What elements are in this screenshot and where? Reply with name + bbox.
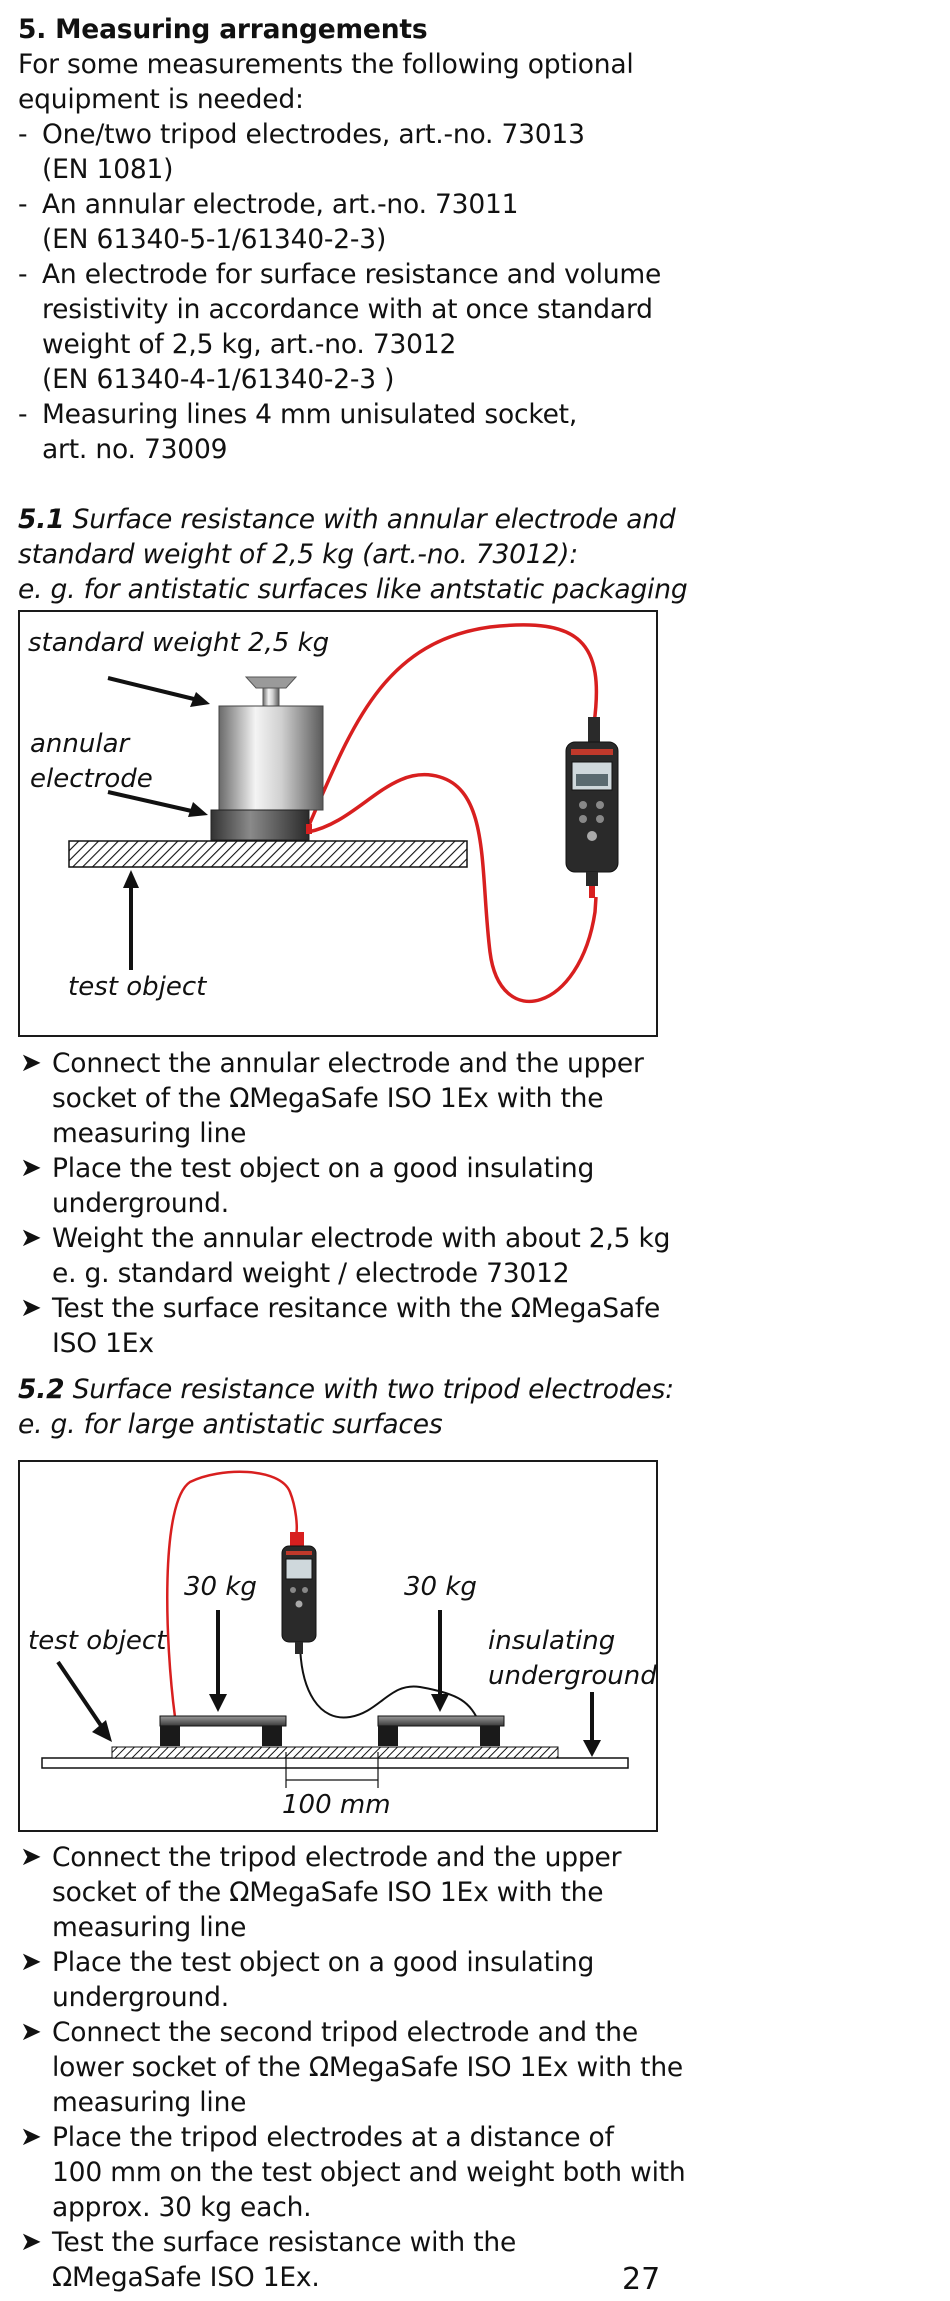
bullet-line: measuring line — [52, 2087, 247, 2118]
list-item-line: (EN 1081) — [42, 154, 174, 185]
bullet-arrow: ➤ — [20, 1153, 42, 1183]
label-electrode: electrode — [30, 764, 153, 794]
list-dash: - — [18, 189, 28, 220]
list-item-line: resistivity in accordance with at once s… — [42, 294, 653, 325]
section-title-line: standard weight of 2,5 kg (art.-no. 7301… — [18, 539, 578, 570]
bullet-line: lower socket of the ΩMegaSafe ISO 1Ex wi… — [52, 2052, 684, 2083]
bullet-line: Place the tripod electrodes at a distanc… — [52, 2122, 614, 2153]
bullet-line: socket of the ΩMegaSafe ISO 1Ex with the — [52, 1083, 604, 1114]
figure-tripod-drawing — [41, 1470, 629, 1788]
label-test-object: test object — [68, 972, 207, 1002]
bullet-line: Place the test object on a good insulati… — [52, 1947, 595, 1978]
list-item-line: An electrode for surface resistance and … — [42, 259, 662, 290]
list-dash: - — [18, 259, 28, 290]
bullet-arrow: ➤ — [20, 1048, 42, 1078]
section-number: 5.2 — [18, 1374, 65, 1405]
bullet-arrow: ➤ — [20, 2227, 42, 2257]
bullet-line: Test the surface resistance with the — [52, 2227, 517, 2258]
page-number: 27 — [622, 2262, 661, 2297]
bullet-arrow: ➤ — [20, 1293, 42, 1323]
bullet-line: underground. — [52, 1982, 229, 2013]
bullet-line: approx. 30 kg each. — [52, 2192, 312, 2223]
bullet-line: e. g. standard weight / electrode 73012 — [52, 1258, 570, 1289]
section-title-line: e. g. for antistatic surfaces like antst… — [18, 574, 688, 605]
intro-line: For some measurements the following opti… — [18, 49, 634, 80]
bullet-line: Connect the second tripod electrode and … — [52, 2017, 638, 2048]
figure-annular-electrode: standard weight 2,5 kg annular electrode… — [18, 610, 658, 1037]
label-annular: annular — [30, 729, 130, 759]
bullet-line: Connect the tripod electrode and the upp… — [52, 1842, 622, 1873]
bullet-line: Weight the annular electrode with about … — [52, 1223, 671, 1254]
list-item-line: An annular electrode, art.-no. 73011 — [42, 189, 519, 220]
bullet-line: socket of the ΩMegaSafe ISO 1Ex with the — [52, 1877, 604, 1908]
label-underground: underground — [488, 1661, 657, 1691]
list-item-line: (EN 61340-5-1/61340-2-3) — [42, 224, 387, 255]
label-standard-weight: standard weight 2,5 kg — [28, 628, 330, 658]
list-item-line: art. no. 73009 — [42, 434, 228, 465]
bullet-line: Connect the annular electrode and the up… — [52, 1048, 644, 1079]
bullet-line: 100 mm on the test object and weight bot… — [52, 2157, 686, 2188]
figure-annular-drawing — [68, 623, 619, 1004]
label-distance: 100 mm — [282, 1790, 391, 1820]
bullet-line: Test the surface resitance with the ΩMeg… — [52, 1293, 661, 1324]
bullet-arrow: ➤ — [20, 1842, 42, 1872]
label-insulating: insulating — [488, 1626, 616, 1656]
list-item-line: weight of 2,5 kg, art.-no. 73012 — [42, 329, 457, 360]
list-item-line: One/two tripod electrodes, art.-no. 7301… — [42, 119, 585, 150]
section-title-line: e. g. for large antistatic surfaces — [18, 1409, 443, 1440]
figure-tripod-electrodes: 30 kg 30 kg test object insulating under… — [18, 1460, 658, 1832]
section-5-2-title: 5.2 Surface resistance with two tripod e… — [18, 1372, 674, 1407]
list-item-line: Measuring lines 4 mm unisulated socket, — [42, 399, 578, 430]
list-dash: - — [18, 119, 28, 150]
label-weight-left: 30 kg — [184, 1572, 257, 1602]
label-weight-right: 30 kg — [404, 1572, 477, 1602]
bullet-line: ISO 1Ex — [52, 1328, 154, 1359]
bullet-arrow: ➤ — [20, 1223, 42, 1253]
bullet-line: ΩMegaSafe ISO 1Ex. — [52, 2262, 320, 2293]
list-dash: - — [18, 399, 28, 430]
bullet-arrow: ➤ — [20, 2017, 42, 2047]
section-heading: 5. Measuring arrangements — [18, 14, 428, 45]
bullet-line: underground. — [52, 1188, 229, 1219]
section-title-text: Surface resistance with two tripod elect… — [64, 1374, 674, 1405]
bullet-line: measuring line — [52, 1912, 247, 1943]
section-number: 5.1 — [18, 504, 65, 535]
bullet-arrow: ➤ — [20, 2122, 42, 2152]
section-5-1-title: 5.1 Surface resistance with annular elec… — [18, 502, 676, 537]
list-item-line: (EN 61340-4-1/61340-2-3 ) — [42, 364, 395, 395]
intro-line: equipment is needed: — [18, 84, 304, 115]
section-title-text: Surface resistance with annular electrod… — [64, 504, 676, 535]
bullet-line: measuring line — [52, 1118, 247, 1149]
bullet-arrow: ➤ — [20, 1947, 42, 1977]
bullet-line: Place the test object on a good insulati… — [52, 1153, 595, 1184]
label-test-object: test object — [28, 1626, 167, 1656]
